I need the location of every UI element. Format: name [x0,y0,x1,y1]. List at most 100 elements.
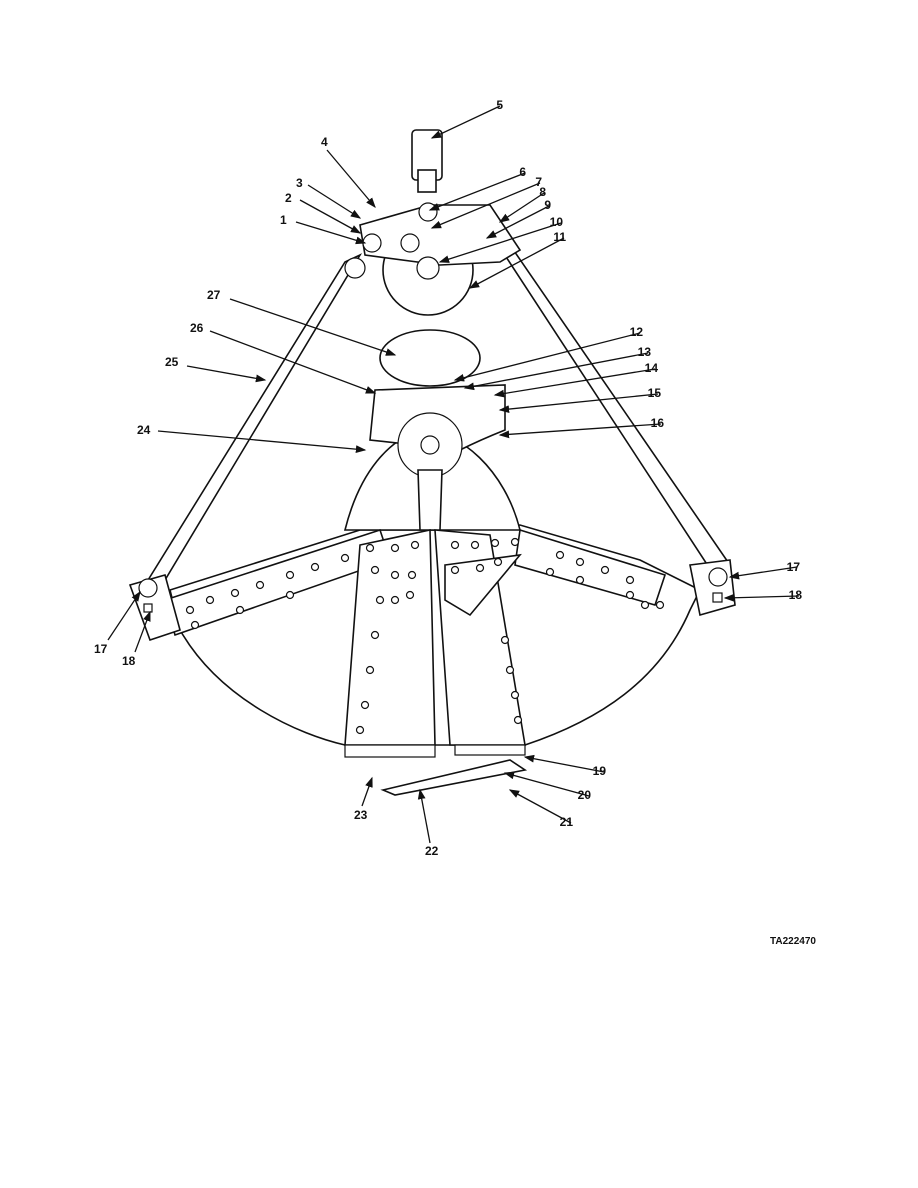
callout-label: 21 [560,815,574,829]
rivet [625,575,635,585]
callout-label: 18 [122,654,136,668]
callout-label: 13 [638,345,652,359]
callout-leader-line [430,182,541,229]
rivet [450,565,460,575]
callout-leader-line [134,610,151,653]
rivet [640,600,650,610]
drawing-id-label: TA222470 [770,936,816,947]
rivet [390,595,400,605]
rivet [365,543,375,553]
rivet [500,635,510,645]
callout-label: 10 [550,215,564,229]
rivet [370,630,380,640]
callout-leader-line [728,566,798,580]
rivet [505,665,515,675]
callout-leader-line [107,590,141,641]
rivet [655,600,665,610]
rivet [360,700,370,710]
rivet [185,605,195,615]
callout-leader-line [428,172,526,211]
rivet [513,715,523,725]
callout-leader-line [463,352,649,391]
rivet [390,570,400,580]
rivet [575,575,585,585]
callout-label: 3 [296,176,303,190]
callout-label: 8 [539,185,546,199]
callout-label: 20 [578,788,592,802]
callout-label: 4 [321,135,328,149]
callout-leader-line [438,222,562,263]
rivet [475,563,485,573]
rivet [355,725,365,735]
callout-label: 19 [593,764,607,778]
callout-leader-line [157,430,367,454]
callout-label: 15 [648,386,662,400]
callout-leader-line [498,423,662,439]
rivet [230,588,240,598]
callout-label: 27 [207,288,221,302]
rivet [470,540,480,550]
callout-leader-line [326,149,376,208]
rivet [235,605,245,615]
callout-leader-line [723,593,800,602]
callout-label: 17 [94,642,108,656]
rivet [510,690,520,700]
callout-leader-line [186,365,267,383]
bucket-drawing [128,129,736,796]
callout-labels: 1234567891011121314151617171818192021222… [94,98,802,858]
rivet [390,543,400,553]
rivet [310,562,320,572]
rivet [510,537,520,547]
rivet [450,540,460,550]
callout-label: 18 [789,588,803,602]
rivet [555,550,565,560]
callout-label: 16 [651,416,665,430]
callout-label: 23 [354,808,368,822]
rivet [545,567,555,577]
callout-label: 2 [285,191,292,205]
rivet [410,540,420,550]
callout-leader-line [493,368,656,398]
rivet [365,665,375,675]
rivet [190,620,200,630]
callout-leader-line [430,105,501,139]
callout-label: 11 [553,230,566,244]
rivet [490,538,500,548]
callout-label: 17 [787,560,801,574]
rivet [285,570,295,580]
callout-label: 12 [630,325,644,339]
callout-label: 7 [535,175,542,189]
rivet [493,557,503,567]
callout-leader-line [498,192,545,223]
callout-leader-line [508,789,572,824]
rivet [600,565,610,575]
callout-label: 6 [519,165,526,179]
rivet [405,590,415,600]
callout-leader-line [453,332,641,382]
callout-label: 9 [544,198,551,212]
callout-leader-line [361,776,373,807]
callout-leader-line [307,184,362,219]
callout-leader-line [485,205,550,239]
rivet [407,570,417,580]
callout-label: 1 [280,213,287,227]
rivet [575,557,585,567]
callout-label: 5 [496,98,503,112]
callout-label: 26 [190,321,204,335]
rivet [370,565,380,575]
callout-leader-line [523,754,605,773]
callout-leader-line [295,221,367,245]
rivet [205,595,215,605]
callout-label: 14 [645,361,659,375]
callout-leader-line [503,771,590,797]
callout-leader-line [209,330,377,394]
callout-leader-line [468,237,565,289]
rivet [375,595,385,605]
callout-leader-line [229,298,397,356]
rivet [255,580,265,590]
rivet [340,553,350,563]
callout-label: 25 [165,355,179,369]
callout-leader-line [498,393,659,413]
callout-leader-line [417,788,431,844]
